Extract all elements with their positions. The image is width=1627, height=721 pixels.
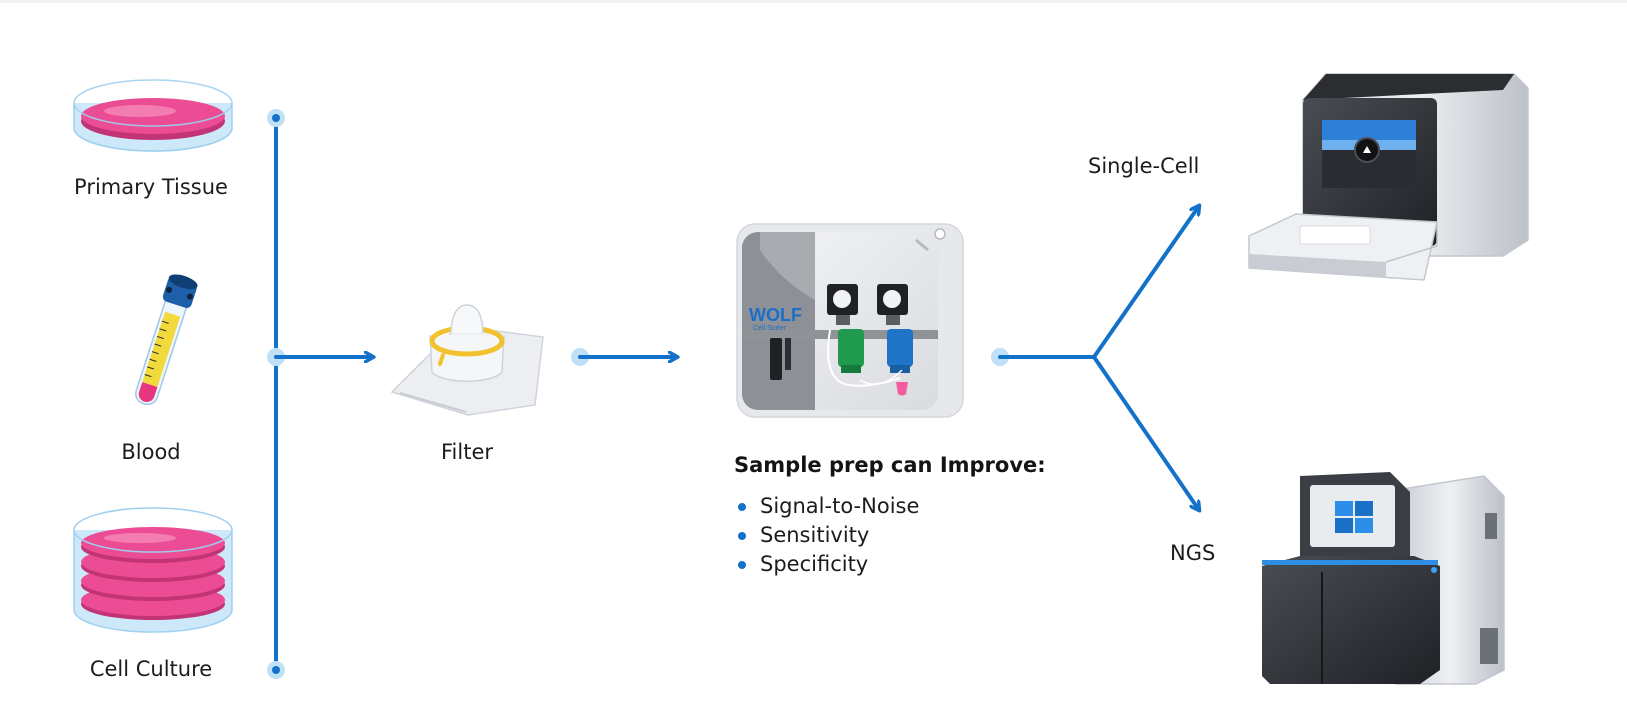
benefit-item: Specificity [734,550,919,579]
sample-prep-heading: Sample prep can Improve: [734,453,1046,477]
benefit-item: Sensitivity [734,521,919,550]
arrow-to-single-cell [1092,206,1199,359]
filter-icon [390,304,544,416]
bullet-icon [738,503,746,511]
node-dot-bottom-core [272,666,280,674]
input-label-primary-tissue: Primary Tissue [74,175,228,199]
benefits-list: Signal-to-Noise Sensitivity Specificity [734,492,919,579]
top-edge-strip [0,0,1627,3]
bullet-icon [738,532,746,540]
node-dot-top-core [272,114,280,122]
input-label-cell-culture: Cell Culture [89,657,213,681]
stacked-dishes-icon [73,507,233,633]
input-label-blood: Blood [121,440,181,464]
sorter-brand-text: WOLF [749,305,802,325]
bullet-icon [738,561,746,569]
cell-sorter-icon: WOLF Cell Sorter [736,223,964,418]
output-label-single-cell: Single-Cell [1088,154,1200,178]
petri-dish-icon [73,79,233,152]
sorter-green-reservoir [838,329,864,367]
ngs-sequencer-icon [1262,472,1505,685]
sorter-valve-left [827,284,858,325]
sorter-blue-reservoir [887,329,913,367]
blood-tube-icon [135,274,198,406]
output-label-ngs: NGS [1170,541,1216,565]
filter-label: Filter [440,440,494,464]
arrow-to-ngs [1092,355,1199,510]
single-cell-instrument-icon [1248,73,1529,281]
benefit-item: Signal-to-Noise [734,492,919,521]
sorter-brand-subtext: Cell Sorter [753,325,787,332]
sorter-valve-right [877,284,908,325]
